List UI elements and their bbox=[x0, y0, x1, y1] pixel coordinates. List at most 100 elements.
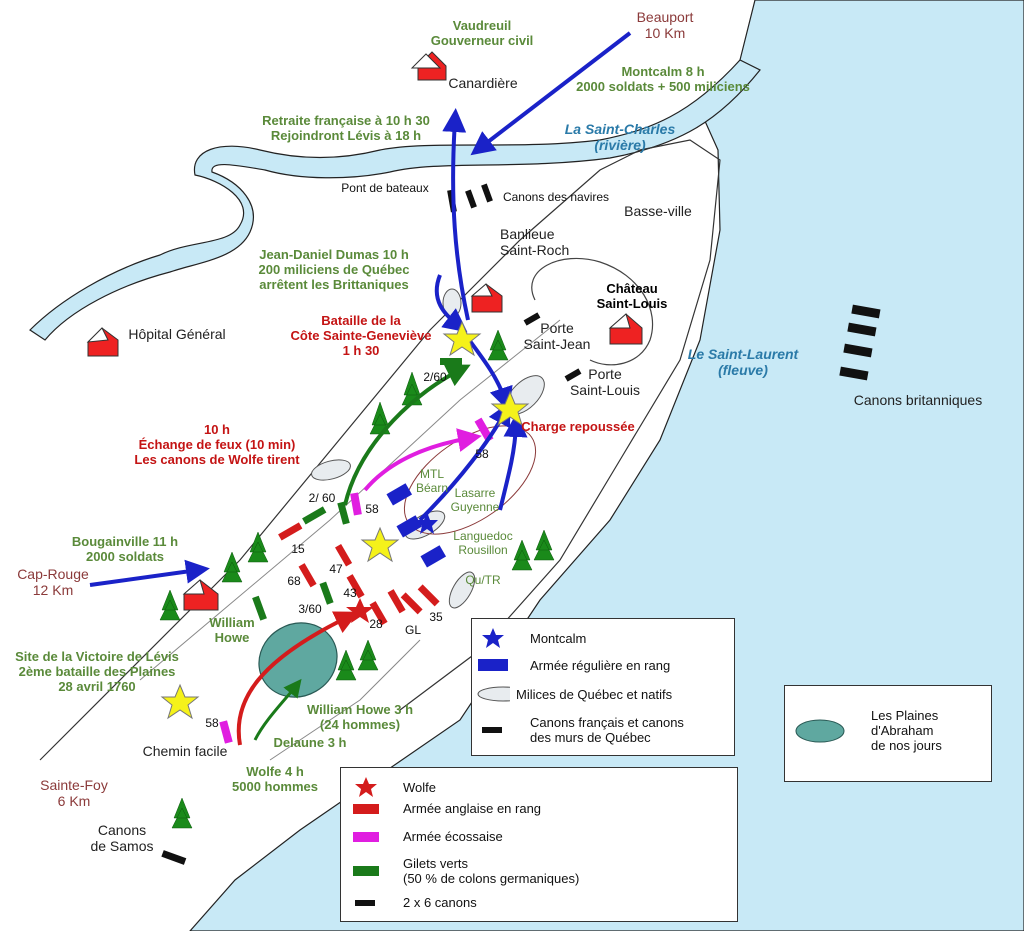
unit-47: 47 bbox=[329, 562, 343, 576]
legend-item-label: 2 x 6 canons bbox=[403, 895, 477, 910]
legend-item-label: Wolfe bbox=[403, 779, 436, 795]
canons-brit-label: Canons britanniques bbox=[854, 392, 982, 408]
u_43-line: 43 bbox=[343, 586, 357, 600]
u_lasarre-line: Guyenne bbox=[451, 500, 500, 514]
dumas-line: arrêtent les Brittaniques bbox=[259, 277, 409, 292]
unit-15: 15 bbox=[291, 542, 305, 556]
unit-3-60: 3/60 bbox=[298, 602, 322, 616]
legend-item: Montcalm bbox=[476, 627, 586, 649]
ellipse-icon bbox=[476, 685, 510, 703]
saint_laurent-line: Le Saint-Laurent bbox=[688, 346, 800, 362]
porte_sl-line: Porte bbox=[588, 366, 622, 382]
u_260-line: 2/60 bbox=[423, 370, 447, 384]
bataille-line: 1 h 30 bbox=[343, 343, 380, 358]
unit-58b: 58 bbox=[475, 447, 489, 461]
chemin-line: Chemin facile bbox=[143, 743, 228, 759]
unit-58c: 58 bbox=[205, 716, 219, 730]
chateau-line: Château bbox=[606, 281, 657, 296]
chemin-label: Chemin facile bbox=[143, 743, 228, 759]
canons_navires-line: Canons des navires bbox=[503, 190, 609, 204]
cap_rouge-line: 12 Km bbox=[33, 582, 73, 598]
french-regulars bbox=[386, 483, 447, 568]
legend-item-label: Armée régulière en rang bbox=[530, 657, 671, 673]
basse-ville-label: Basse-ville bbox=[624, 203, 692, 219]
canons-navires-label: Canons des navires bbox=[503, 190, 609, 204]
vaudreuil-line: Gouverneur civil bbox=[431, 33, 534, 48]
u_58a-line: 58 bbox=[365, 502, 379, 516]
hopital-label: Hôpital Général bbox=[128, 326, 225, 342]
legend-item: 2 x 6 canons bbox=[349, 895, 477, 910]
dumas-line: Jean-Daniel Dumas 10 h bbox=[259, 247, 409, 262]
british-regulars bbox=[278, 522, 440, 626]
cannons bbox=[161, 183, 881, 865]
house-icon bbox=[86, 327, 119, 357]
u_mtl-line: MTL bbox=[420, 467, 444, 481]
saint_charles-line: (rivière) bbox=[594, 137, 646, 153]
red-star-icon bbox=[349, 776, 383, 798]
legend-item: Wolfe bbox=[349, 776, 436, 798]
legend-item: Milices de Québec et natifs bbox=[476, 685, 672, 703]
wolfe-star-icon bbox=[346, 598, 374, 623]
green-rect-icon bbox=[349, 864, 383, 878]
legend-item: Armée anglaise en rang bbox=[349, 801, 541, 816]
legend-item-label: Armée anglaise en rang bbox=[403, 801, 542, 816]
site_victoire-line: Site de la Victoire de Lévis bbox=[15, 649, 179, 664]
legend-plains: Les Plaines d'Abraham de nos jours bbox=[784, 685, 992, 782]
red-rect-icon bbox=[349, 802, 383, 816]
beauport-line: Beauport bbox=[637, 9, 694, 25]
scottish-units bbox=[219, 417, 494, 744]
delaune-label: Delaune 3 h bbox=[274, 735, 347, 750]
site_victoire-line: 2ème bataille des Plaines bbox=[19, 664, 176, 679]
british-movements bbox=[236, 364, 482, 746]
bougainville-line: Bougainville 11 h bbox=[72, 534, 178, 549]
u_qutr-line: Qu/TR bbox=[465, 573, 501, 587]
site_victoire-line: 28 avril 1760 bbox=[58, 679, 135, 694]
house-icon bbox=[410, 51, 447, 81]
retraite-line: Rejoindront Lévis à 18 h bbox=[271, 128, 421, 143]
u_mtl-line: Béarn bbox=[416, 481, 448, 495]
legend-item-label: Milices de Québec et natifs bbox=[516, 686, 673, 702]
unit-43: 43 bbox=[343, 586, 357, 600]
u_68-line: 68 bbox=[287, 574, 301, 588]
u_lasarre-line: Lasarre bbox=[455, 486, 496, 500]
unit-gl: GL bbox=[405, 623, 421, 637]
u_47-line: 47 bbox=[329, 562, 343, 576]
houses bbox=[86, 51, 643, 611]
vaudreuil-line: Vaudreuil bbox=[453, 18, 512, 33]
porte_sj-line: Porte bbox=[540, 320, 574, 336]
u_28-line: 28 bbox=[369, 617, 383, 631]
porte_sl-line: Saint-Louis bbox=[570, 382, 640, 398]
howe3h-label: William Howe 3 h(24 hommes) bbox=[307, 702, 413, 732]
montcalm_8h-line: 2000 soldats + 500 miliciens bbox=[576, 79, 750, 94]
banlieue-line: Saint-Roch bbox=[500, 242, 569, 258]
unit-28: 28 bbox=[369, 617, 383, 631]
legend-item: Canons français et canons des murs de Qu… bbox=[476, 715, 684, 745]
montcalm_8h-line: Montcalm 8 h bbox=[621, 64, 704, 79]
road-line bbox=[139, 319, 561, 681]
sainte_foy-line: 6 Km bbox=[58, 793, 91, 809]
battle-stars bbox=[160, 320, 530, 720]
saint_charles-line: La Saint-Charles bbox=[565, 121, 676, 137]
basse_ville-line: Basse-ville bbox=[624, 203, 692, 219]
legend-item-label: Gilets verts (50 % de colons germaniques… bbox=[403, 856, 580, 886]
montcalm-star-icon bbox=[416, 512, 438, 534]
wolfe4h-line: Wolfe 4 h bbox=[246, 764, 304, 779]
delaune-line: Delaune 3 h bbox=[274, 735, 347, 750]
samos-line: Canons bbox=[98, 822, 146, 838]
u_languedoc-line: Rousillon bbox=[458, 543, 507, 557]
unit-68: 68 bbox=[287, 574, 301, 588]
blue-rect-icon bbox=[476, 657, 510, 673]
u_2_60b-line: 2/ 60 bbox=[309, 491, 336, 505]
legend-item: Gilets verts (50 % de colons germaniques… bbox=[349, 856, 579, 886]
